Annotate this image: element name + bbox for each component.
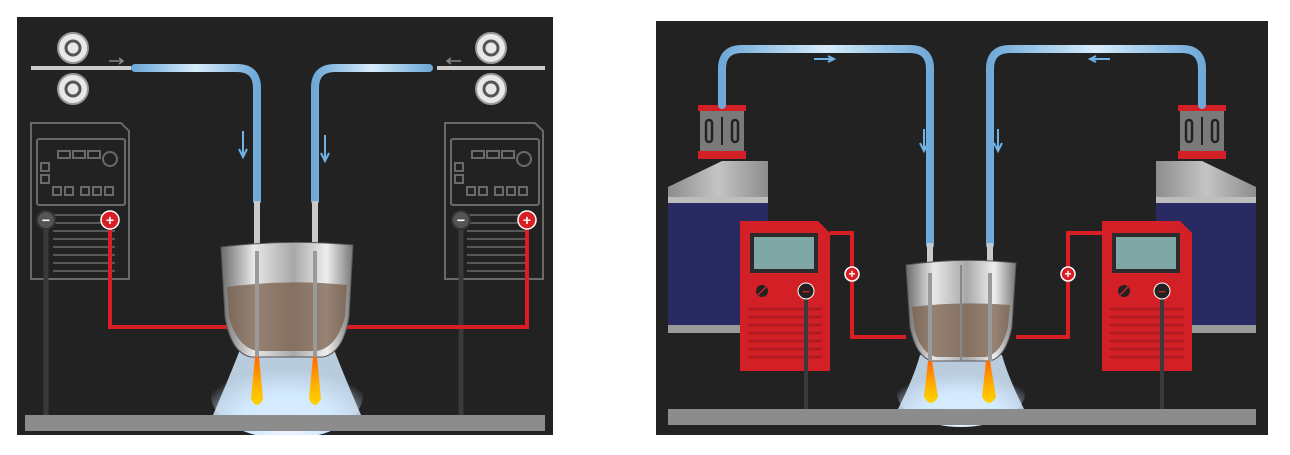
welding-torch — [905, 259, 1017, 362]
svg-text:−: − — [42, 212, 50, 228]
svg-text:+: + — [106, 212, 114, 228]
wire-feed-rollers-right — [437, 32, 545, 105]
negative-terminal-left: − — [36, 210, 56, 230]
negative-terminal-right: − — [1153, 282, 1171, 300]
power-source-left — [30, 122, 130, 280]
diagram-right-svg: − + − + — [656, 21, 1268, 435]
workpiece — [668, 409, 1256, 425]
arc-flame-right — [309, 357, 321, 405]
svg-text:−: − — [1158, 284, 1166, 299]
svg-text:+: + — [848, 267, 855, 281]
electrode-right — [312, 201, 318, 251]
power-source-left — [740, 221, 830, 371]
wire-conduit-right — [311, 64, 433, 205]
wire-conduit-right — [986, 45, 1206, 249]
positive-cable-right — [1016, 231, 1102, 339]
welding-torch — [220, 241, 354, 358]
diagram-left-svg: − + − + — [17, 17, 553, 435]
svg-text:+: + — [523, 212, 531, 228]
wire-feed-unit-right — [1178, 105, 1226, 159]
wire-conduit-left — [718, 45, 934, 249]
negative-terminal-right: − — [451, 210, 471, 230]
svg-text:−: − — [802, 284, 810, 299]
wire-conduit-left — [131, 64, 261, 205]
arc-flame-left — [924, 361, 938, 403]
positive-terminal-left: + — [844, 266, 860, 282]
wire-feed-arrow-left — [919, 129, 929, 154]
diagram-panel-right: − + − + — [656, 21, 1268, 435]
wire-feed-arrow-right — [993, 129, 1003, 154]
svg-text:+: + — [1064, 267, 1071, 281]
arc-flame-right — [982, 361, 996, 403]
positive-terminal-right: + — [1060, 266, 1076, 282]
svg-text:−: − — [457, 212, 465, 228]
wire-flow-arrow-top-left — [814, 55, 837, 63]
wire-feed-rollers-left — [31, 32, 131, 105]
positive-cable-left — [830, 231, 906, 339]
electrode-right — [987, 243, 993, 273]
positive-terminal-left: + — [100, 210, 120, 230]
power-source-right — [1102, 221, 1192, 371]
arc-flame-left — [251, 357, 263, 405]
wire-flow-arrow-top-right — [1087, 55, 1110, 63]
electrode-left — [254, 201, 260, 251]
power-source-right — [444, 122, 544, 280]
negative-terminal-left: − — [797, 282, 815, 300]
wire-feed-unit-left — [698, 105, 746, 159]
positive-terminal-right: + — [517, 210, 537, 230]
diagram-panel-left: − + − + — [17, 17, 553, 435]
workpiece — [25, 415, 545, 431]
positive-cable-left — [108, 227, 227, 329]
wire-feed-arrow-right — [320, 135, 330, 164]
wire-feed-arrow-left — [238, 131, 248, 160]
shielding-gas — [213, 347, 361, 415]
positive-cable-right — [347, 227, 529, 329]
electrode-left — [927, 243, 933, 273]
